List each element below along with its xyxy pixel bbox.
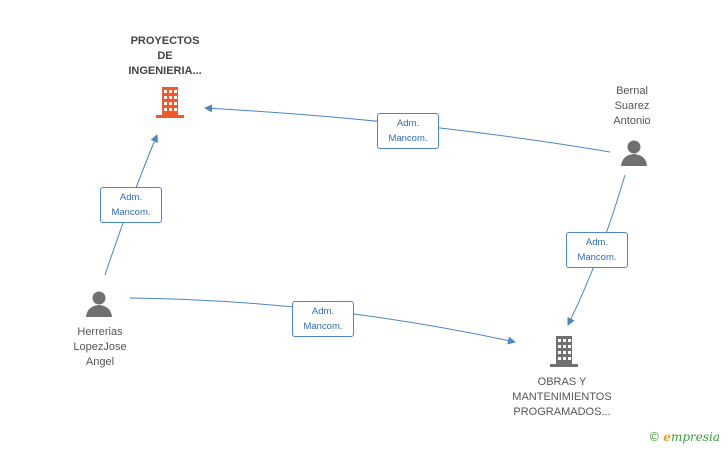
node-label-bernal[interactable]: Bernal Suarez Antonio	[613, 85, 651, 127]
edge-label-bernal-obras[interactable]: Adm. Mancom.	[566, 232, 628, 268]
node-label-proyectos[interactable]: PROYECTOS DE INGENIERIA...	[128, 35, 202, 77]
building-icon[interactable]	[550, 336, 578, 367]
building-icon[interactable]	[154, 85, 184, 119]
brand-watermark: ©empresia	[648, 430, 720, 444]
edge-label-bernal-proyectos[interactable]: Adm. Mancom.	[377, 113, 439, 149]
node-label-obras[interactable]: OBRAS Y MANTENIMIENTOS PROGRAMADOS...	[512, 376, 612, 418]
brand-logo-text: mpresia	[670, 430, 720, 444]
edge-label-herrerias-proyectos[interactable]: Adm. Mancom.	[100, 187, 162, 223]
brand-logo-initial: e	[663, 430, 671, 444]
node-label-herrerias[interactable]: Herrerias LopezJose Angel	[73, 326, 127, 368]
person-icon[interactable]	[621, 140, 647, 167]
copyright-icon: ©	[648, 430, 661, 444]
person-icon[interactable]	[86, 291, 112, 318]
edge-label-herrerias-obras[interactable]: Adm. Mancom.	[292, 301, 354, 337]
